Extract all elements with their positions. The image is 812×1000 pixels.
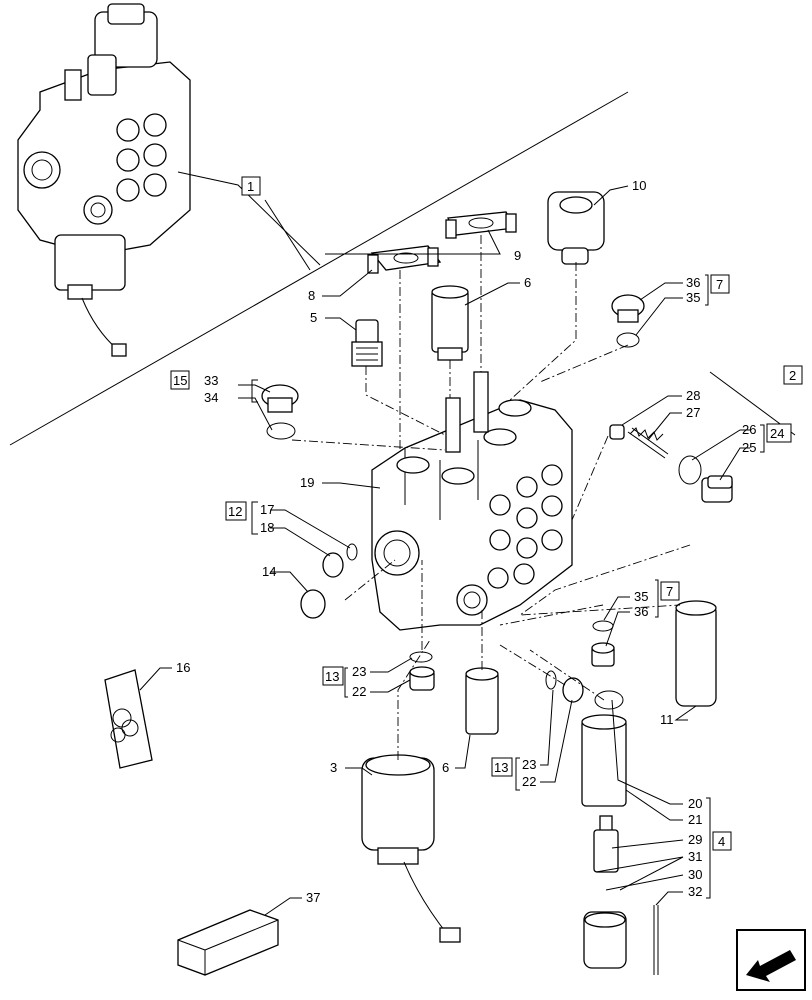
callout-35-top: 35 bbox=[686, 290, 700, 305]
plug-36-top bbox=[611, 294, 645, 348]
assembled-valve-overview bbox=[17, 3, 191, 357]
callout-34: 34 bbox=[204, 390, 218, 405]
callout-8: 8 bbox=[308, 288, 315, 303]
callout-20: 20 bbox=[688, 796, 702, 811]
callout-2: 2 bbox=[789, 368, 796, 383]
cartridge-6-top bbox=[431, 285, 469, 361]
callout-13-middle: 13 bbox=[494, 760, 508, 775]
actuator-3 bbox=[361, 754, 461, 943]
callout-22-middle: 22 bbox=[522, 774, 536, 789]
callout-29: 29 bbox=[688, 832, 702, 847]
cartridge-6-lower bbox=[465, 667, 499, 735]
callout-14: 14 bbox=[262, 564, 276, 579]
callout-22-left: 22 bbox=[352, 684, 366, 699]
callout-7-top: 7 bbox=[716, 277, 723, 292]
callout-31: 31 bbox=[688, 849, 702, 864]
callout-30: 30 bbox=[688, 867, 702, 882]
callout-18: 18 bbox=[260, 520, 274, 535]
plug-22-23-left bbox=[409, 651, 435, 691]
plug-36-lower bbox=[591, 620, 615, 667]
callout-21: 21 bbox=[688, 812, 702, 827]
callout-25: 25 bbox=[742, 440, 756, 455]
callout-35-lower: 35 bbox=[634, 589, 648, 604]
callout-10: 10 bbox=[632, 178, 646, 193]
bracket-groups bbox=[251, 274, 765, 899]
callout-23-left: 23 bbox=[352, 664, 366, 679]
solenoid-valve-11 bbox=[675, 600, 717, 707]
callout-6-lower: 6 bbox=[442, 760, 449, 775]
callout-24: 24 bbox=[770, 426, 784, 441]
callout-5: 5 bbox=[310, 310, 317, 325]
callout-37: 37 bbox=[306, 890, 320, 905]
callout-6-top: 6 bbox=[524, 275, 531, 290]
plug-22-23-middle bbox=[545, 670, 584, 703]
callout-36-top: 36 bbox=[686, 275, 700, 290]
leader-lines bbox=[139, 185, 750, 916]
seal-kit-bag-16 bbox=[104, 669, 153, 769]
callout-26: 26 bbox=[742, 422, 756, 437]
group-boxes bbox=[170, 176, 803, 851]
callout-16: 16 bbox=[176, 660, 190, 675]
callout-36-lower: 36 bbox=[634, 604, 648, 619]
crate-37 bbox=[177, 909, 279, 976]
cartridge-assembly-4 bbox=[581, 690, 659, 975]
flange-9 bbox=[445, 211, 517, 239]
callout-32: 32 bbox=[688, 884, 702, 899]
callout-28: 28 bbox=[686, 388, 700, 403]
assembly-lines bbox=[291, 235, 691, 760]
callout-1: 1 bbox=[247, 179, 254, 194]
back-arrow-icon[interactable] bbox=[736, 929, 806, 991]
plug-33 bbox=[261, 384, 299, 440]
callout-labels: 1 2 3 4 5 6 6 7 7 8 9 10 11 12 13 13 14 … bbox=[173, 178, 796, 905]
callout-13-left: 13 bbox=[325, 669, 339, 684]
callout-9: 9 bbox=[514, 248, 521, 263]
solenoid-cap-10 bbox=[547, 191, 605, 265]
callout-12: 12 bbox=[228, 504, 242, 519]
plug-25-seal-26-spring-27 bbox=[609, 424, 733, 503]
callout-15: 15 bbox=[173, 373, 187, 388]
callout-27: 27 bbox=[686, 405, 700, 420]
callout-23-middle: 23 bbox=[522, 757, 536, 772]
callout-3: 3 bbox=[330, 760, 337, 775]
callout-11: 11 bbox=[660, 712, 674, 727]
plug-14-17-18 bbox=[300, 543, 358, 619]
callout-7-lower: 7 bbox=[666, 584, 673, 599]
callout-19: 19 bbox=[300, 475, 314, 490]
leader-1 bbox=[177, 171, 321, 266]
valve-body bbox=[371, 371, 573, 631]
flange-8 bbox=[367, 245, 442, 274]
fitting-5 bbox=[351, 319, 383, 367]
divider-line bbox=[9, 91, 629, 446]
callout-4: 4 bbox=[718, 834, 725, 849]
callout-17: 17 bbox=[260, 502, 274, 517]
callout-33: 33 bbox=[204, 373, 218, 388]
